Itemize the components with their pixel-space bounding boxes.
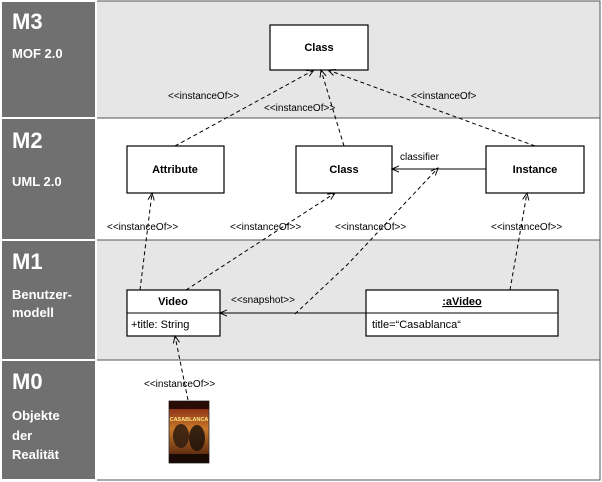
label-classifier: classifier [400, 152, 440, 163]
m3-class-box [269, 24, 369, 71]
video-label: Video [158, 296, 188, 308]
layer-m1-sub-line2: modell [12, 305, 54, 320]
label-instance-instanceof: <<instanceOf> [411, 91, 476, 102]
instance-label: Instance [513, 164, 558, 176]
instance-box [485, 145, 585, 194]
label-poster-instanceof: <<instanceOf>> [144, 379, 215, 390]
sidebar-m2 [0, 117, 97, 241]
poster-bottom-strip [169, 454, 209, 463]
avideo-attribute: title=“Casablanca“ [372, 319, 461, 331]
edge-attribute-to-m3-class [174, 70, 314, 147]
edge-poster-to-video [175, 336, 189, 401]
edge-instance-to-m3-class [328, 70, 536, 147]
edge-video-to-attribute [139, 193, 152, 291]
layer-m0-name: M0 [12, 369, 43, 394]
edge-video-to-m2-class [185, 193, 335, 291]
poster-figure-right [189, 425, 205, 451]
label-class-instanceof: <<instanceOf>> [264, 103, 335, 114]
edge-avideo-to-instance [509, 193, 527, 291]
layer-m2-sub: UML 2.0 [12, 174, 62, 189]
avideo-label: :aVideo [442, 296, 482, 308]
label-video-attr-instanceof: <<instanceOf>> [107, 222, 178, 233]
attribute-label: Attribute [152, 164, 198, 176]
layer-m0-sub-line3: Realität [12, 447, 60, 462]
label-video-class-instanceof: <<instanceOf>> [230, 222, 301, 233]
label-avideo-instanceof: <<instanceOf>> [491, 222, 562, 233]
edge-m2-class-to-m3-class [321, 70, 345, 147]
attribute-box [126, 145, 225, 194]
poster-top-strip [169, 401, 209, 409]
label-snapshot: <<snapshot>> [231, 295, 295, 306]
edge-snapshot-to-m2-class [294, 168, 438, 315]
poster-figure-left [173, 424, 189, 448]
video-attribute: +title: String [131, 319, 189, 331]
poster-title: CASABLANCA [170, 417, 209, 423]
layer-m1-sub-line1: Benutzer- [12, 287, 72, 302]
label-attr-instanceof: <<instanceOf>> [168, 91, 239, 102]
casablanca-poster: CASABLANCA [168, 400, 210, 464]
m3-class-label: Class [304, 42, 333, 54]
layer-m3-sub: MOF 2.0 [12, 46, 63, 61]
layer-m3-name: M3 [12, 9, 43, 34]
m2-class-label: Class [329, 164, 358, 176]
layer-m2-name: M2 [12, 128, 43, 153]
layer-m0-sub-line1: Objekte [12, 408, 60, 423]
layer-m1-name: M1 [12, 249, 43, 274]
sidebar-m0 [0, 359, 97, 481]
label-snapshot-instanceof: <<instanceOf>> [335, 222, 406, 233]
layer-m0-sub-line2: der [12, 428, 32, 443]
